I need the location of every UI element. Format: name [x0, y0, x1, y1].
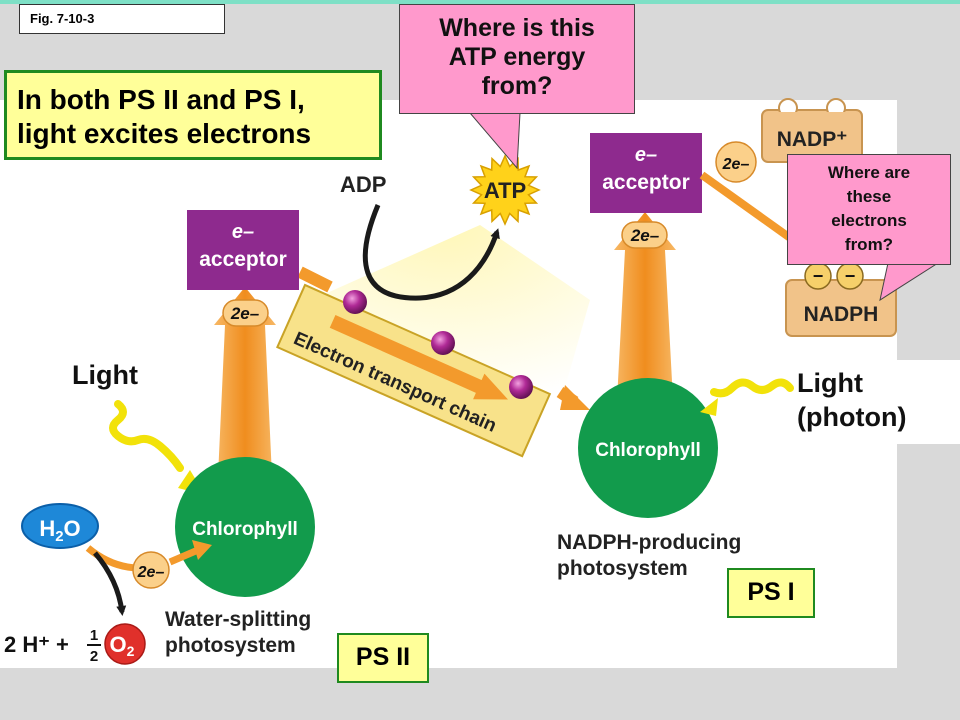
ps1-acceptor-e: e– [635, 144, 657, 166]
electrons-to-chlorophyll-arrow [192, 540, 212, 560]
ps1-electron-pair-badge [621, 221, 668, 249]
headline-line-1: In both PS II and PS I, [17, 84, 305, 115]
ps2-electron-pair-badge [222, 299, 269, 327]
ps2-acceptor-box [187, 210, 299, 290]
nadp-electrons-badge [715, 141, 757, 183]
ps2-system-line-2: photosystem [165, 634, 296, 657]
atp-glow-fan [300, 225, 590, 405]
half-denominator: 2 [90, 648, 98, 665]
adp-to-atp-arrow [362, 204, 500, 301]
etc-carrier-3 [509, 375, 533, 399]
nadp-electrons-label: 2e– [722, 156, 750, 173]
oxygen-label: O2 [110, 632, 135, 659]
callout-electrons: Where are these electrons from? [787, 154, 951, 265]
acceptor-to-etc-arrow [297, 266, 333, 293]
water-label: H2O [39, 516, 80, 545]
nadph-electron-1-sign: − [813, 266, 824, 286]
ps2-light-wave [109, 400, 184, 472]
nadph-electron-2-sign: − [845, 266, 856, 286]
callout-electrons-line-2: these [846, 187, 892, 206]
callout-atp-line-2: ATP energy [448, 43, 586, 71]
ps1-system-line-1: NADPH-producing [557, 531, 742, 554]
callout-electrons-pointer [879, 262, 940, 302]
ps1-chlorophyll-label: Chlorophyll [595, 440, 701, 461]
ps1-light-arrowhead [700, 398, 718, 416]
ps1-light-wave [710, 378, 794, 398]
ps1-label: PS I [727, 568, 815, 618]
acceptor-to-nadph-arrow [699, 171, 803, 249]
etc-carrier-1 [343, 290, 367, 314]
callout-atp-line-1: Where is this [439, 14, 595, 42]
nadph-label: NADPH [804, 303, 879, 326]
ps2-label: PS II [337, 633, 429, 683]
ps1-acceptor-word: acceptor [602, 171, 690, 194]
ps2-excitation-arrow [214, 287, 276, 498]
ps2-light-label: Light [72, 360, 138, 390]
ps2-acceptor-e: e– [232, 221, 254, 243]
ps2-electron-pair: 2e– [230, 304, 260, 323]
headline-line-2: light excites electrons [17, 118, 312, 149]
callout-electrons-line-4: from? [844, 235, 894, 254]
etc-to-ps1-arrow [560, 385, 590, 410]
ps1-electron-pair: 2e– [630, 226, 660, 245]
half-numerator: 1 [90, 627, 98, 644]
etc-carrier-2 [431, 331, 455, 355]
ps1-light-line-2: (photon) [797, 402, 907, 432]
ps1-excitation-arrow [614, 212, 676, 400]
adp-label: ADP [340, 172, 386, 197]
callout-atp-line-3: from? [481, 72, 553, 100]
ps1-system-line-2: photosystem [557, 557, 688, 580]
ps1-chlorophyll [578, 378, 718, 518]
ps1-light-label: Light (photon) [797, 366, 906, 434]
atp-label: ATP [484, 178, 526, 203]
ps1-system-label: NADPH-producing photosystem [557, 530, 741, 582]
nadp-label: NADP⁺ [777, 128, 848, 151]
water-electrons-label: 2e– [137, 564, 165, 581]
top-accent-strip [0, 0, 960, 4]
callout-electrons-line-3: electrons [831, 211, 907, 230]
water-ellipse [21, 503, 99, 549]
ps1-acceptor-box [590, 133, 702, 213]
page-panel-notch [897, 360, 960, 444]
callout-atp: Where is this ATP energy from? [399, 4, 635, 114]
figure-label: Fig. 7-10-3 [19, 4, 225, 34]
ps2-chlorophyll [175, 457, 315, 597]
headline-box: In both PS II and PS I, light excites el… [4, 70, 382, 160]
ps2-chlorophyll-label: Chlorophyll [192, 519, 298, 540]
proton-products: 2 H⁺ + [4, 632, 69, 657]
ps2-system-label: Water-splitting photosystem [165, 607, 311, 659]
oxygen-ball [104, 623, 146, 665]
water-electrons-badge [132, 551, 170, 589]
water-to-oxygen-arrow [93, 551, 127, 616]
ps1-light-line-1: Light [797, 368, 863, 398]
ps2-acceptor-word: acceptor [199, 248, 287, 271]
callout-electrons-line-1: Where are [827, 163, 911, 182]
ps2-system-line-1: Water-splitting [165, 608, 312, 631]
atp-burst [469, 154, 541, 226]
